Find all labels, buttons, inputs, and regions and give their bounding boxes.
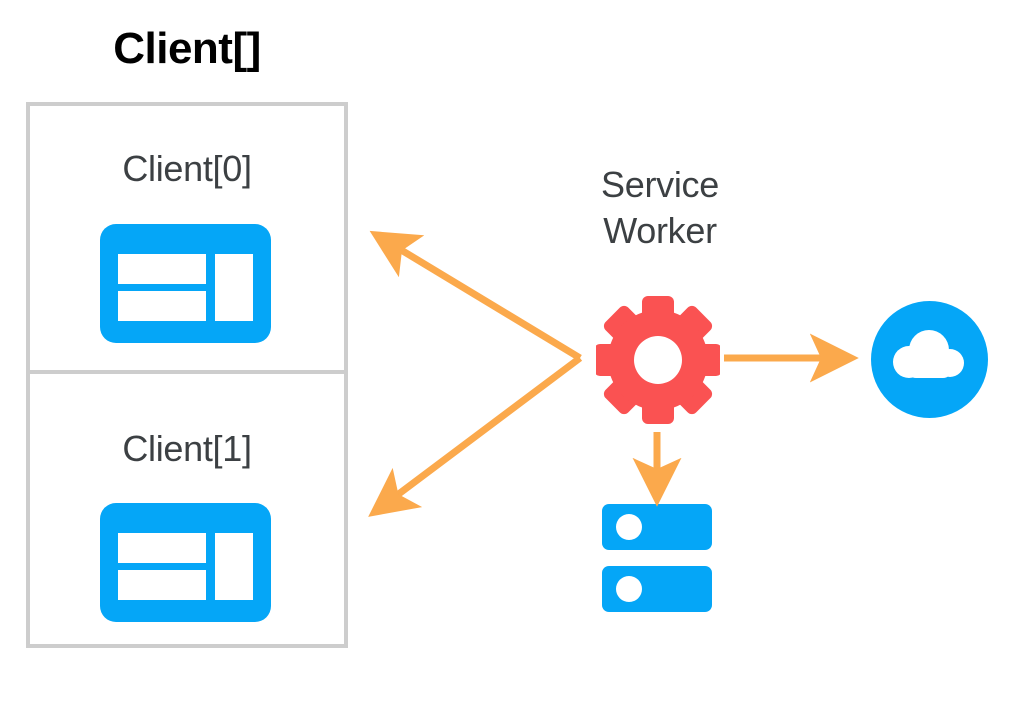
database-row xyxy=(602,566,712,612)
browser-pane-left-top xyxy=(118,533,206,563)
browser-pane-right xyxy=(215,254,253,321)
database-led xyxy=(616,514,642,540)
service-worker-label-line1: Service xyxy=(601,164,719,205)
browser-pane-left-bottom xyxy=(118,291,206,321)
service-worker-label: Service Worker xyxy=(560,162,760,254)
database-led xyxy=(616,576,642,602)
database-icon xyxy=(602,504,712,612)
gear-icon xyxy=(594,296,722,424)
browser-window-icon xyxy=(100,224,271,343)
database-row xyxy=(602,504,712,550)
arrow-sw-to-client-1 xyxy=(368,355,583,517)
browser-window-icon xyxy=(100,503,271,622)
client-1-label: Client[1] xyxy=(122,428,252,469)
browser-pane-left-top xyxy=(118,254,206,284)
arrow-sw-to-client-0 xyxy=(369,230,582,361)
service-worker-label-line2: Worker xyxy=(603,210,717,252)
browser-pane-right xyxy=(215,533,253,600)
browser-pane-left-bottom xyxy=(118,570,206,600)
client-array-title: Client[] xyxy=(113,24,261,73)
client-array-divider xyxy=(26,370,348,374)
client-0-label: Client[0] xyxy=(122,148,252,189)
client-array-box xyxy=(26,102,348,648)
cloud-icon xyxy=(871,301,988,418)
